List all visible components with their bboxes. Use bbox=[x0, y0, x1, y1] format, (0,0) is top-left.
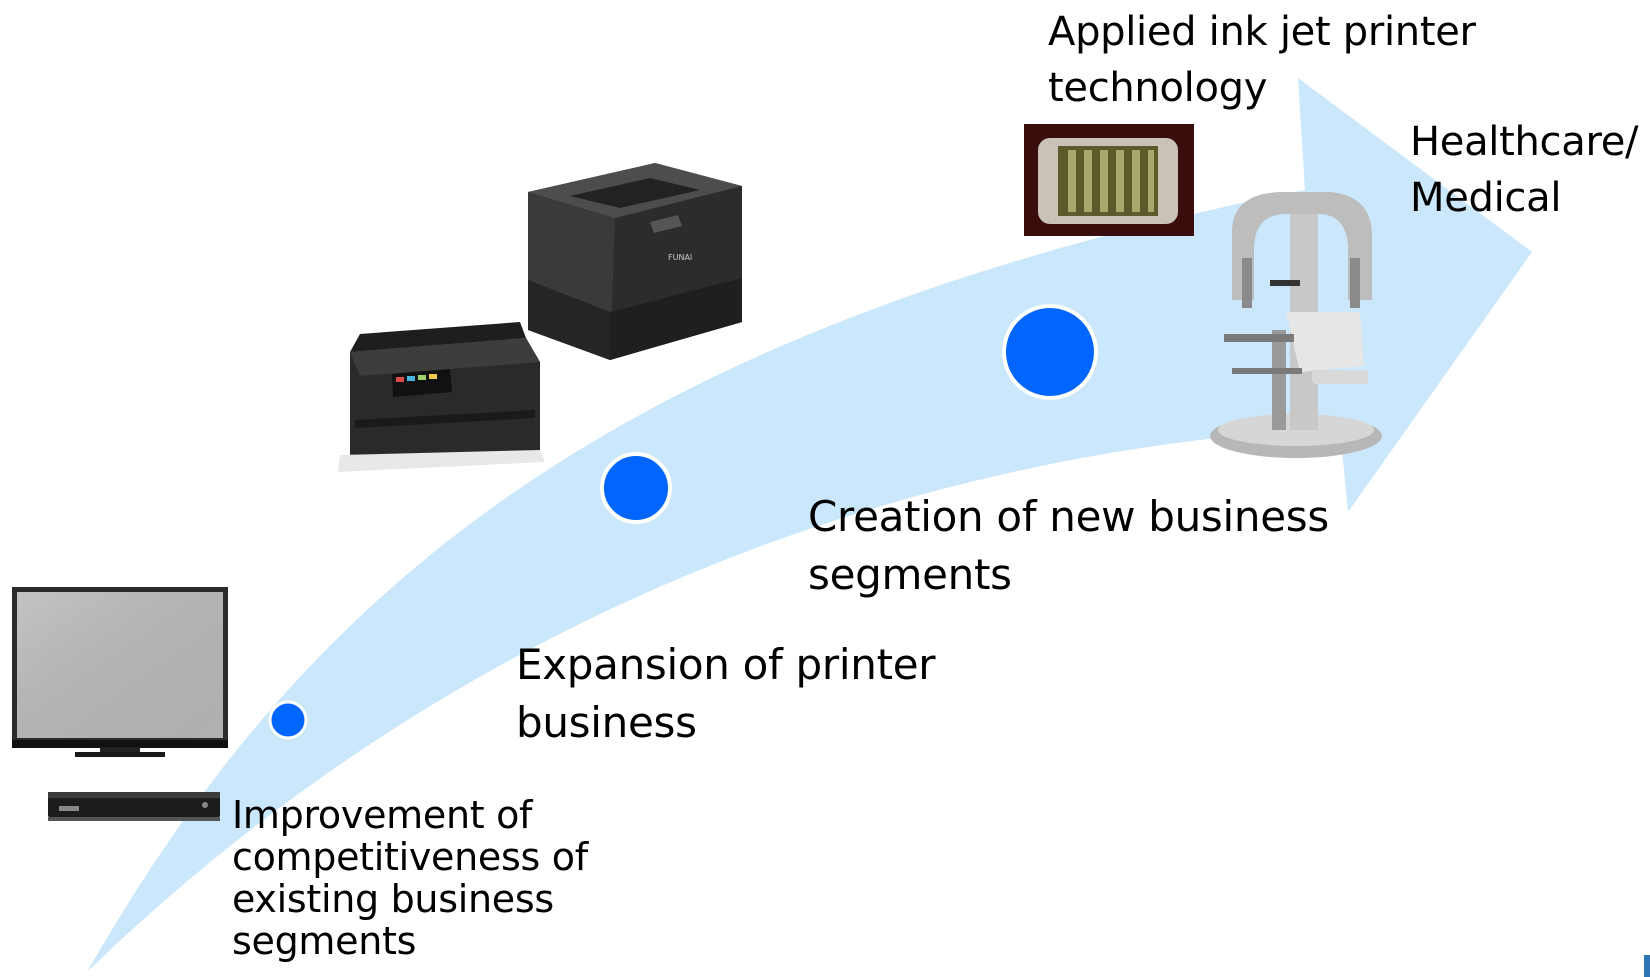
label-improvement-competitiveness: Improvement of competitiveness of existi… bbox=[232, 793, 588, 963]
milestone-dot-2 bbox=[600, 452, 672, 524]
label-inkjet-technology: Applied ink jet printer technology bbox=[1048, 9, 1476, 111]
inkjet-printer-icon bbox=[338, 322, 545, 472]
label-creation-new-business: Creation of new business segments bbox=[808, 492, 1329, 599]
inkjet-chip-icon bbox=[1024, 124, 1194, 236]
milestone-dot-1 bbox=[268, 700, 308, 740]
slide-corner-mark bbox=[1644, 955, 1650, 977]
label-expansion-printer: Expansion of printer business bbox=[516, 640, 936, 747]
milestone-dot-3 bbox=[1002, 304, 1098, 400]
medical-device-icon bbox=[1210, 191, 1382, 458]
dvd-player-icon bbox=[48, 792, 220, 821]
printer-brand-label: FUNAI bbox=[668, 253, 692, 262]
label-healthcare-medical: Healthcare/ Medical bbox=[1410, 119, 1639, 221]
laser-printer-icon: FUNAI bbox=[528, 163, 742, 360]
growth-arrow bbox=[87, 78, 1532, 972]
tv-icon bbox=[12, 587, 228, 757]
